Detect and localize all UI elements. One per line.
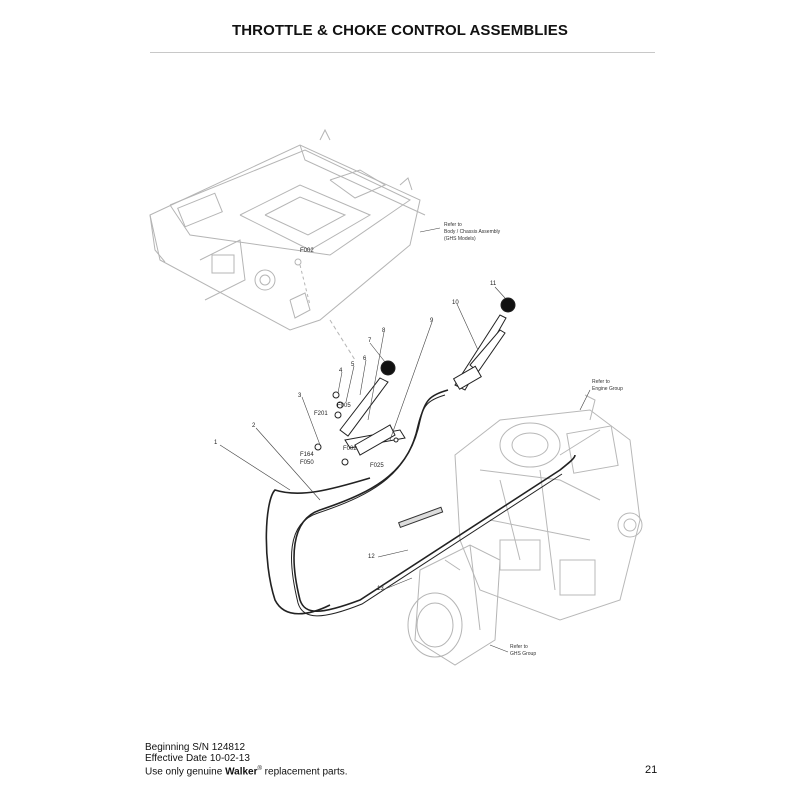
leader-lines [219,227,591,653]
ref-engine-line1: Refer to [592,379,610,385]
reference-notes: Refer to Body / Chassis Assembly (GHS Mo… [444,222,623,657]
ref-engine-line2: Engine Group [592,386,623,392]
engine-drawing [454,394,643,621]
ref-ghs-line2: GHS Group [510,651,536,657]
ref-ghs-line1: Refer to [510,644,528,650]
notice-prefix: Use only genuine [145,766,226,778]
callout-10: 10 [452,300,459,306]
fastener-f005: F005 [337,403,351,409]
ref-body-line1: Refer to [444,222,462,228]
callout-4: 4 [339,368,343,374]
fastener-f002-top: F002 [300,248,314,254]
serial-number-line: Beginning S/N 124812 [145,742,246,753]
callout-9: 9 [430,318,434,324]
page-title: THROTTLE & CHOKE CONTROL ASSEMBLIES [231,22,568,39]
callout-1: 1 [214,440,218,446]
callout-2: 2 [252,423,256,429]
fastener-f050: F050 [300,460,314,466]
callout-11: 11 [490,281,497,287]
callout-5: 5 [351,362,355,368]
fastener-f025: F025 [370,463,384,469]
lever-assembly-drawing [314,360,406,466]
ghs-housing-drawing [407,544,501,666]
fastener-f164: F164 [300,452,314,458]
effective-date-line: Effective Date 10-02-13 [145,753,250,764]
fastener-f002-low: F002 [343,446,357,452]
callout-3: 3 [298,393,302,399]
registered-mark: ® [257,766,262,772]
genuine-parts-notice: Use only genuine Walker® replacement par… [145,764,348,777]
callout-7: 7 [368,338,372,344]
page-footer: Beginning S/N 124812 Effective Date 10-0… [145,742,348,777]
chassis-body-drawing [149,128,426,361]
page-number: 21 [645,764,658,776]
choke-lever-drawing [452,297,516,391]
ref-body-line3: (GHS Models) [444,236,476,242]
callout-labels: 1 2 3 4 5 6 7 8 9 10 11 12 13 F002 F005 … [214,248,497,592]
spring-part-12 [398,506,444,528]
callout-13: 13 [377,586,384,592]
notice-suffix: replacement parts. [261,766,348,778]
fastener-f201: F201 [314,411,328,417]
callout-6: 6 [363,356,367,362]
callout-12: 12 [368,554,375,560]
brand-name: Walker [225,766,258,778]
callout-8: 8 [382,328,386,334]
throttle-cable-drawing [265,389,576,617]
title-divider [150,52,655,53]
ref-body-line2: Body / Chassis Assembly [444,229,501,235]
